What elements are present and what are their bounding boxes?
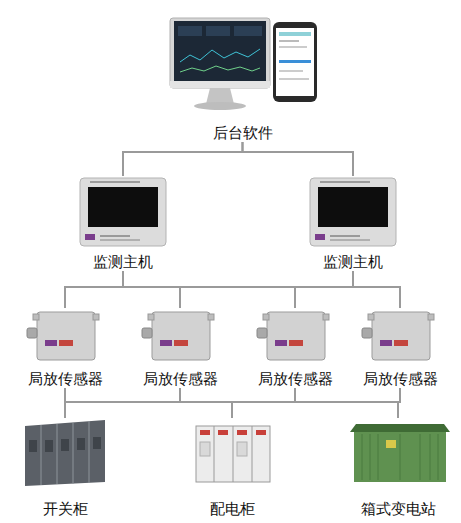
connector-line [123,271,295,308]
connector-line [180,388,398,418]
sensor-node: 局放传感器 [250,308,340,388]
connector-line [180,271,353,308]
equipment-node: 箱式变电站 [348,418,448,518]
connector-line [65,388,400,418]
sensor-node: 局放传感器 [20,308,110,388]
phone-illustration [273,22,317,102]
switchgear-illustration [25,420,105,486]
connector-line [243,142,354,176]
connector-line [65,388,232,418]
connector-line [398,388,400,418]
device-label: 箱式变电站 [348,500,448,518]
device-label: 后台软件 [160,124,325,142]
connector-line [180,388,232,418]
connector-line [64,388,66,418]
connector-line [65,271,353,308]
device-label: 监测主机 [78,253,168,271]
equipment-node: 开关柜 [15,418,115,518]
device-label: 局放传感器 [135,370,225,388]
cabinet-illustration [196,426,270,482]
connector-line [65,388,295,418]
host-node: 监测主机 [308,176,398,271]
sensor-illustration [27,312,434,360]
host-illustration [80,178,396,246]
sensor-node: 局放传感器 [355,308,445,388]
connector-line [232,388,400,418]
connector-line [123,271,180,308]
connector-line [123,271,400,308]
connector-line [65,388,398,418]
connector-line [295,271,353,308]
connector-line [65,271,123,308]
connector-line [295,388,398,418]
device-label: 配电柜 [182,500,282,518]
equipment-node: 配电柜 [182,418,282,518]
connector-line [123,142,243,176]
software-node: 后台软件 [160,15,325,142]
host-node: 监测主机 [78,176,168,271]
device-label: 开关柜 [15,500,115,518]
device-label: 监测主机 [308,253,398,271]
connector-line [65,388,180,418]
connector-line [353,271,400,308]
device-label: 局放传感器 [355,370,445,388]
connector-line [232,388,295,418]
device-label: 局放传感器 [20,370,110,388]
device-label: 局放传感器 [250,370,340,388]
sensor-node: 局放传感器 [135,308,225,388]
monitor-illustration [170,18,270,110]
substation-illustration [350,424,450,482]
